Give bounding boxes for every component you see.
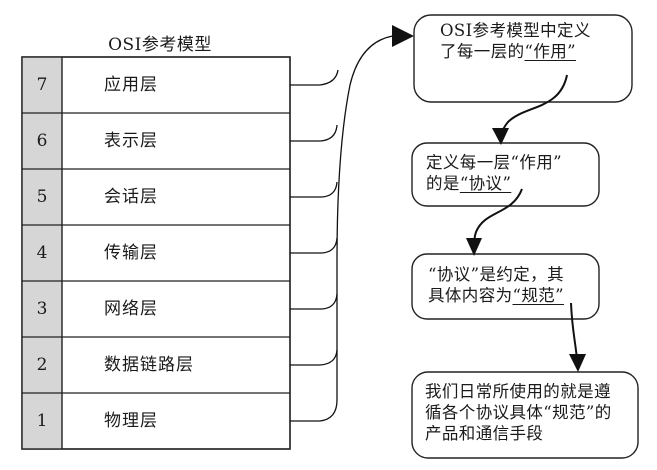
layer-name: 传输层 [104,243,158,263]
note-line: “协议”是约定，其 [428,265,564,284]
layer-row-3: 3 网络层 [22,281,290,337]
note-line: OSI参考模型中定义 [440,21,591,40]
layer-name: 表示层 [104,131,158,151]
note-2-text: 定义每一层“作用” 的是“协议” [426,152,562,194]
layer-number: 6 [36,131,48,151]
layer-number: 4 [36,243,48,263]
layer-name: 数据链路层 [104,355,194,375]
layer-name: 应用层 [104,75,158,95]
layer-row-2: 2 数据链路层 [22,337,290,393]
keyword-protocol: “协议” [459,174,512,193]
osi-layer-table [21,56,291,450]
layer-row-6: 6 表示层 [22,113,290,169]
note-line: 具体内容为“规范” [428,285,564,306]
note-text: 具体内容为 [428,286,513,305]
note-box-1 [413,14,633,103]
note-line: 定义每一层“作用” [426,153,562,172]
layer-number: 3 [36,299,48,319]
note-text: 的是 [426,174,460,193]
arrow-2-to-3-head [466,238,482,256]
layer-row-5: 5 会话层 [22,169,290,225]
layer-number: 2 [36,355,48,375]
layer-name: 物理层 [104,411,158,431]
layer-number: 1 [36,411,48,431]
note-3-text: “协议”是约定，其 具体内容为“规范” [428,264,564,306]
main-arrow-head [392,25,414,47]
keyword-function: “作用” [524,42,576,61]
note-box-2 [411,142,600,207]
keyword-specification: “规范” [512,286,564,305]
note-line: 我们日常所使用的就是遵 [425,382,611,401]
diagram-title: OSI参考模型 [108,35,212,55]
layer-name: 网络层 [104,299,158,319]
note-line: 的是“协议” [426,173,562,194]
note-box-3 [411,253,600,320]
note-text: 了每一层的 [440,42,525,61]
note-line: 产品和通信手段 [425,424,544,443]
layer-row-4: 4 传输层 [22,225,290,281]
note-4-text: 我们日常所使用的就是遵 循各个协议具体“规范”的 产品和通信手段 [425,381,612,444]
layer-number: 5 [36,187,48,207]
layer-connectors [290,34,405,422]
note-line: 循各个协议具体“规范”的 [425,403,612,422]
layer-number: 7 [36,75,48,95]
layer-name: 会话层 [104,187,158,207]
note-1-text: OSI参考模型中定义 了每一层的“作用” [440,20,591,62]
note-line: 了每一层的“作用” [440,41,591,62]
note-box-4 [411,371,639,459]
layer-row-1: 1 物理层 [22,393,290,449]
layer-row-7: 7 应用层 [22,57,290,113]
arrow-3-to-4-head [569,354,586,372]
arrow-1-to-2-head [492,128,509,145]
